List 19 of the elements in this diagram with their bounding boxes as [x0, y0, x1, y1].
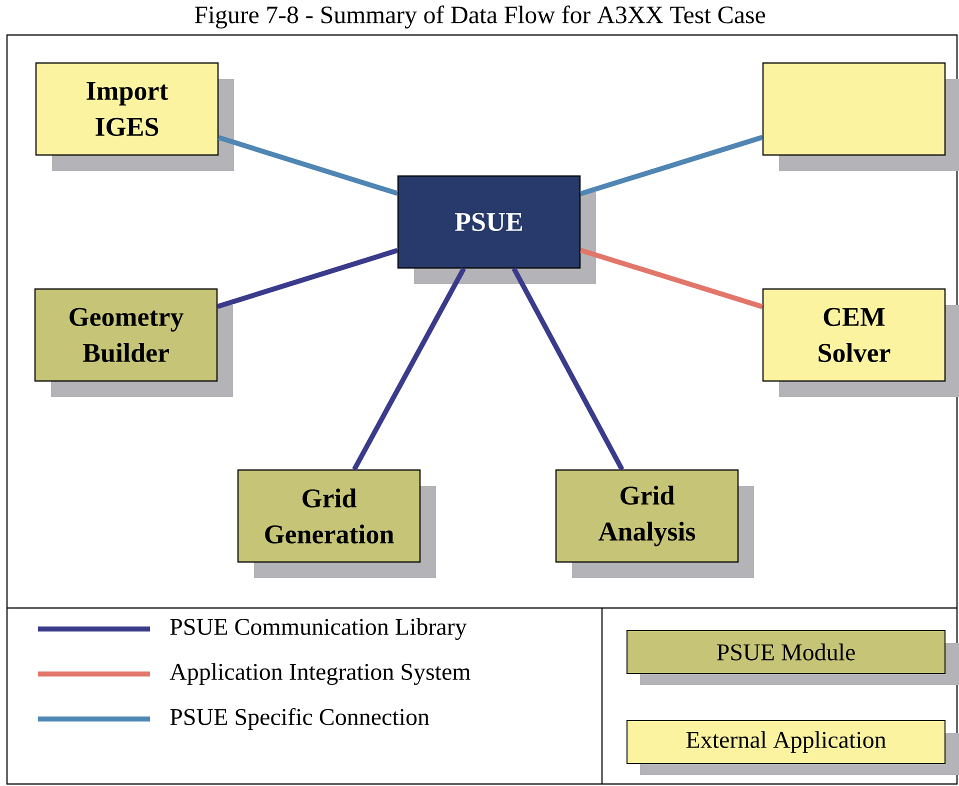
connector-line: [512, 267, 624, 471]
empty-box: [762, 62, 959, 171]
process-box: CEM Solver: [762, 288, 959, 397]
connector-line: [218, 135, 398, 196]
process-box: Geometry Builder: [34, 288, 233, 397]
connector-line: [352, 267, 466, 471]
process-box: Grid Generation: [237, 469, 436, 578]
connector-line: [580, 134, 764, 196]
process-box: PSUE: [397, 175, 596, 284]
connector-line: [580, 248, 764, 310]
process-box: Import IGES: [35, 62, 234, 171]
legend-label: PSUE Communication Library: [170, 618, 467, 640]
legend-label: Application Integration System: [170, 663, 470, 685]
title: Figure 7-8 - Summary of Data Flow for A3XX Test Case: [194, 6, 766, 28]
process-box: Grid Analysis: [555, 469, 754, 578]
legend-label: External Application: [686, 731, 886, 753]
connector-line: [216, 248, 398, 309]
legend-label: PSUE Module: [717, 644, 855, 660]
legend-label: PSUE Specific Connection: [170, 708, 430, 730]
